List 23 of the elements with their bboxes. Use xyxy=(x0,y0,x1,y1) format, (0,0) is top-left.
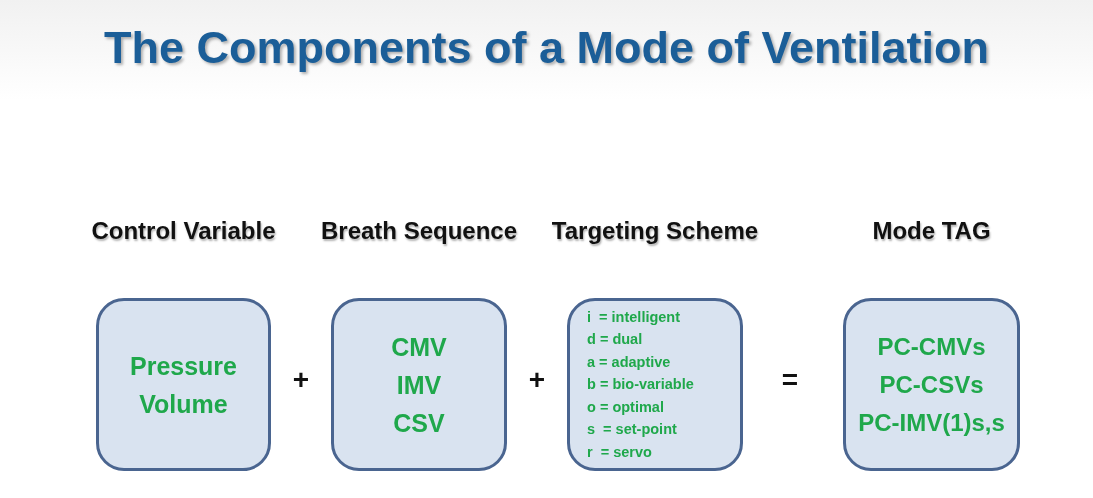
legend-entry: s = set-point xyxy=(587,420,677,440)
column-heading: Targeting Scheme xyxy=(550,216,760,246)
column-heading: Control Variable xyxy=(90,216,277,246)
legend-entry: b = bio-variable xyxy=(587,375,694,395)
operator-sign: + xyxy=(291,364,311,396)
value-text: CSV xyxy=(393,407,445,439)
legend-entry: r = servo xyxy=(587,442,652,462)
value-text: PC-CMVs xyxy=(877,331,986,362)
legend-entry: o = optimal xyxy=(587,397,664,417)
operator-sign: + xyxy=(527,364,547,396)
value-text: PC-IMV(1)s,s xyxy=(858,407,1005,438)
title: The Components of a Mode of Ventilation xyxy=(103,22,990,74)
legend-entry: a = adaptive xyxy=(587,352,671,372)
column-heading: Mode TAG xyxy=(871,216,992,246)
value-text: IMV xyxy=(396,369,442,401)
value-text: Pressure xyxy=(130,350,237,382)
value-text: Volume xyxy=(139,388,228,420)
value-text: CMV xyxy=(391,331,447,363)
value-text: PC-CSVs xyxy=(879,369,984,400)
legend-entry: d = dual xyxy=(587,330,643,350)
operator-sign: = xyxy=(780,364,800,396)
column-heading: Breath Sequence xyxy=(319,216,519,246)
legend-entry: i = intelligent xyxy=(587,307,681,327)
